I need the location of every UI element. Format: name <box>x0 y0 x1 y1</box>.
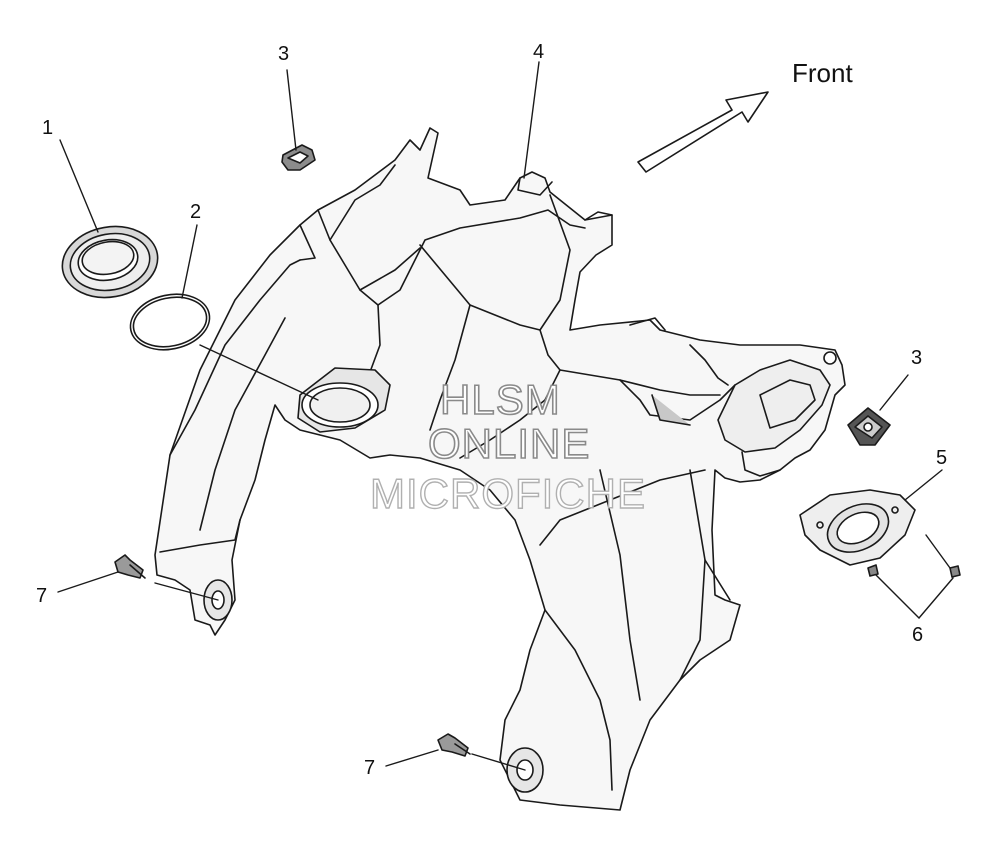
filler-neck-nut-part <box>61 225 159 299</box>
push-rivet-bottom-part <box>437 733 471 757</box>
callout-6: 6 <box>912 624 924 646</box>
leader-1 <box>59 139 99 233</box>
o-ring-part <box>129 293 211 351</box>
leader-lines <box>57 61 954 771</box>
watermark-line-3: MICROFICHE <box>369 469 646 517</box>
spring-clip-part <box>281 144 316 171</box>
callout-7-left: 7 <box>36 585 48 607</box>
push-rivet-left-part <box>114 554 146 579</box>
watermark-line-2: ONLINE <box>427 419 591 468</box>
callout-5: 5 <box>936 447 948 469</box>
callout-2: 2 <box>190 201 202 223</box>
watermark-line-1: HLSM <box>439 375 561 424</box>
leader-2b <box>199 344 319 401</box>
leader-7a-b <box>154 582 219 601</box>
leader-3b <box>879 374 909 411</box>
callout-3-right: 3 <box>911 347 923 369</box>
leader-5 <box>904 469 943 501</box>
leader-7b-b <box>471 753 526 771</box>
leader-6a <box>875 574 920 619</box>
leader-6b <box>918 577 954 619</box>
screw-parts <box>867 564 961 578</box>
callout-7-bottom: 7 <box>364 757 376 779</box>
tank-shroud <box>154 127 846 811</box>
callout-1: 1 <box>42 117 54 139</box>
leader-4 <box>523 61 540 179</box>
cover-plate-part <box>799 489 916 566</box>
leader-7a <box>57 571 119 593</box>
leader-3a <box>286 69 297 151</box>
front-arrow <box>637 91 769 173</box>
speed-nut-part <box>847 407 891 446</box>
leader-2 <box>181 224 198 299</box>
leader-7b <box>385 749 439 767</box>
callout-4: 4 <box>533 41 545 63</box>
leader-6c <box>925 534 951 569</box>
front-label: Front <box>792 58 853 88</box>
callout-3-upper: 3 <box>278 43 290 65</box>
